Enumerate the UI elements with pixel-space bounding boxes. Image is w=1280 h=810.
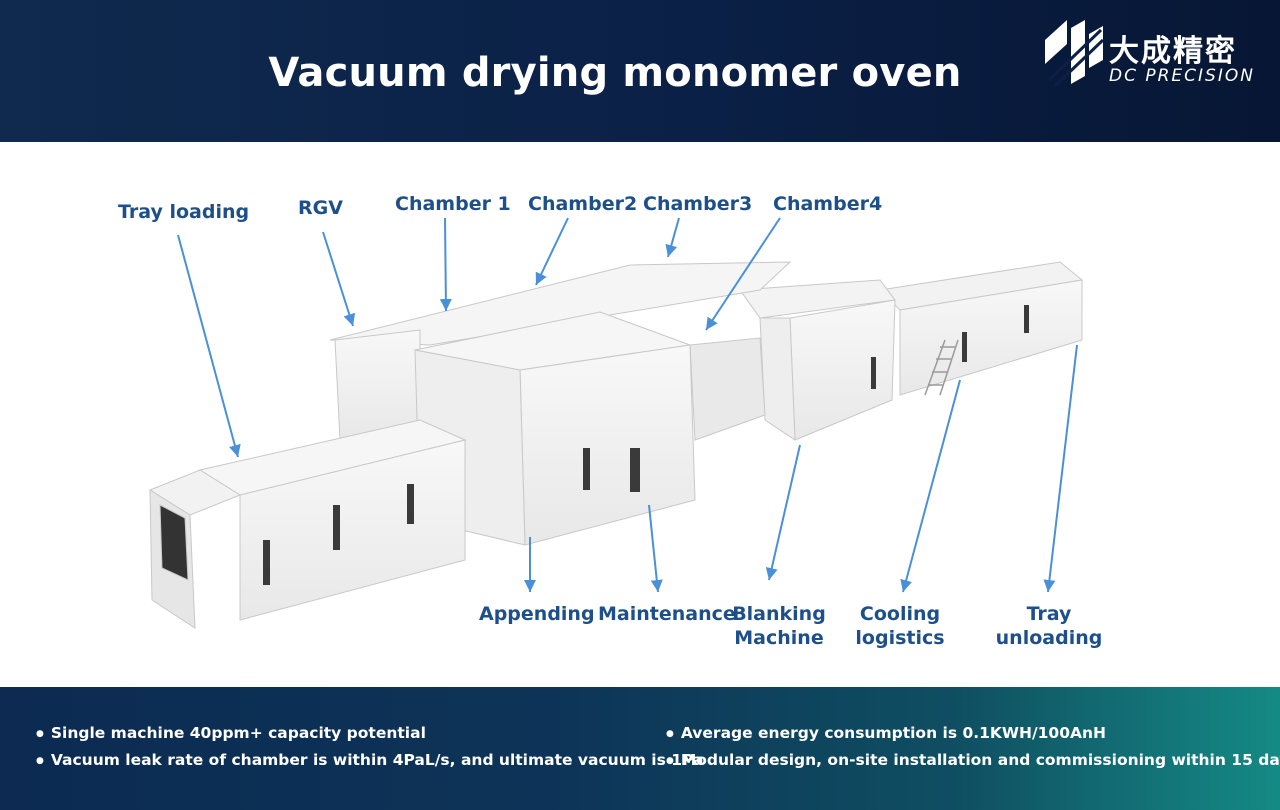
arrow-chamber3 (665, 217, 680, 258)
label-cooling-line2: logistics (855, 627, 945, 649)
arrow-maintenance (648, 504, 663, 593)
arrow-chamber2 (535, 217, 569, 286)
label-chamber1: Chamber 1 (395, 193, 511, 215)
bullet-leak-rate: Vacuum leak rate of chamber is within 4P… (36, 751, 704, 769)
label-blanking-machine: Blanking Machine (726, 602, 832, 650)
arrow-chamber1 (439, 217, 452, 312)
label-unloading-line2: unloading (995, 627, 1103, 649)
bullet-modular: Modular design, on-site installation and… (666, 751, 1280, 769)
label-cooling-line1: Cooling (859, 603, 941, 625)
label-cooling-logistics: Cooling logistics (850, 602, 950, 650)
bullet-capacity: Single machine 40ppm+ capacity potential (36, 724, 426, 742)
footer-banner: Single machine 40ppm+ capacity potential… (0, 687, 1280, 810)
arrow-cooling (900, 379, 961, 593)
oven-diagram: Tray loading RGV Chamber 1 Chamber2 Cham… (0, 142, 1280, 687)
label-appending: Appending (479, 603, 595, 625)
label-rgv: RGV (298, 197, 343, 219)
label-blanking-line2: Machine (734, 627, 824, 649)
dc-logo-icon (1045, 20, 1105, 88)
arrow-unloading (1043, 344, 1078, 593)
arrow-chamber4 (705, 217, 781, 331)
header-banner: Vacuum drying monomer oven 大成精密 DC PRECI… (0, 0, 1280, 142)
label-tray-unloading: Tray unloading (995, 602, 1103, 650)
oven-machine-illustration (148, 217, 1084, 629)
label-unloading-line1: Tray (1026, 603, 1072, 625)
arrow-tray-loading (177, 234, 241, 458)
company-logo: 大成精密 DC PRECISION (1045, 20, 1260, 95)
logo-english-text: DC PRECISION (1109, 66, 1255, 86)
page-title: Vacuum drying monomer oven (268, 50, 962, 96)
label-blanking-line1: Blanking (732, 603, 826, 625)
arrow-rgv (322, 231, 356, 327)
label-tray-loading: Tray loading (118, 201, 250, 223)
bullet-energy: Average energy consumption is 0.1KWH/100… (666, 724, 1106, 742)
label-chamber4: Chamber4 (773, 193, 883, 215)
label-maintenance: Maintenance (598, 603, 736, 625)
logo-chinese-text: 大成精密 (1109, 34, 1237, 69)
label-chamber2: Chamber2 (528, 193, 638, 215)
arrow-blanking (765, 444, 801, 581)
label-chamber3: Chamber3 (643, 193, 753, 215)
